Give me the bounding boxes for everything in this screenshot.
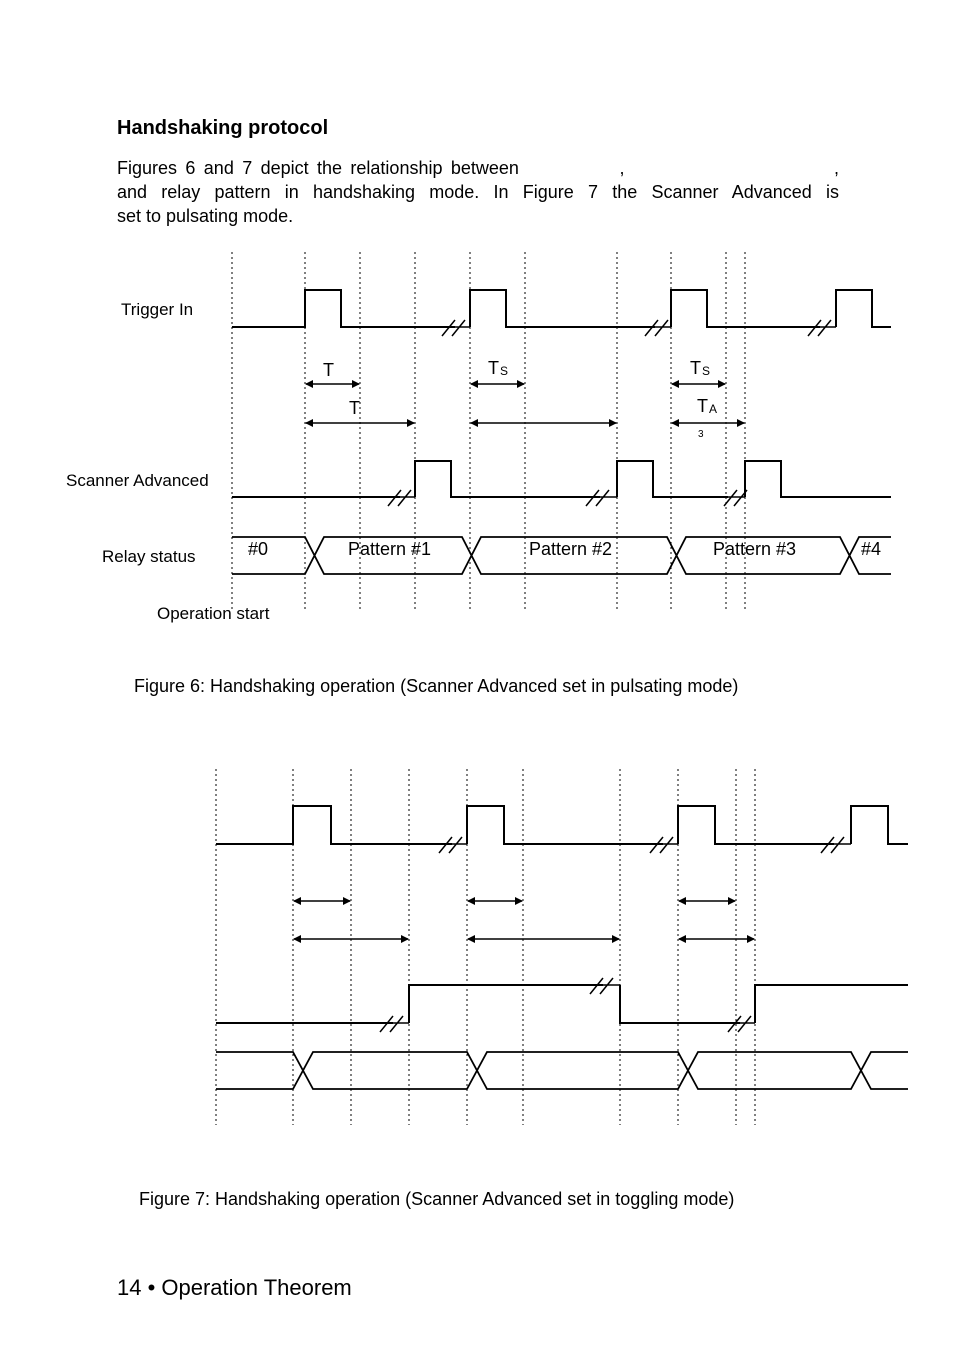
fig7-trigger-waveform: [216, 805, 908, 845]
label-relay-status: Relay status: [102, 547, 196, 566]
figure-7-dotted-guides: [215, 769, 756, 1125]
fig7-relay-bus: [216, 1051, 908, 1090]
relay-pattern-2: Pattern #2: [529, 539, 612, 559]
trigger-break-marks: [441, 319, 836, 337]
label-trigger-in: Trigger In: [121, 300, 193, 319]
timing-label-t2: T: [349, 398, 360, 418]
fig7-scanner-break-marks: [379, 977, 755, 1033]
scanner-advanced-waveform: [232, 460, 891, 498]
timing-label-ts1-sub: S: [500, 364, 508, 378]
relay-pattern-4: #4: [861, 539, 881, 559]
paragraph-line-3: set to pulsating mode.: [117, 206, 294, 226]
fig7-trigger-break-marks: [438, 836, 851, 854]
timing-label-ts1: T: [488, 358, 499, 378]
figure-7-diagram: [215, 769, 908, 1125]
timing-label-ts2-sub: S: [702, 364, 710, 378]
timing-label-ta-fragment: 3: [698, 429, 704, 440]
timing-label-ta-sub: A: [709, 402, 717, 416]
timing-label-ta: T: [697, 396, 708, 416]
figure-6-caption: Figure 6: Handshaking operation (Scanner…: [134, 676, 739, 696]
timing-label-t1: T: [323, 360, 334, 380]
figure-6-diagram: [231, 252, 891, 612]
page-footer: 14 • Operation Theorem: [117, 1275, 352, 1300]
fig7-scanner-waveform: [216, 984, 908, 1024]
paragraph-line-1: Figures 6 and 7 depict the relationship …: [117, 158, 839, 178]
paragraph-line-2: and relay pattern in handshaking mode. I…: [117, 182, 839, 202]
relay-pattern-0: #0: [248, 539, 268, 559]
scanner-break-marks: [387, 489, 748, 507]
trigger-in-waveform-path: [232, 289, 891, 328]
timing-label-ts2: T: [690, 358, 701, 378]
relay-pattern-3: Pattern #3: [713, 539, 796, 559]
section-heading: Handshaking protocol: [117, 117, 329, 139]
figure-7-caption: Figure 7: Handshaking operation (Scanner…: [139, 1189, 735, 1209]
relay-status-bus: [232, 536, 891, 575]
label-operation-start: Operation start: [157, 604, 270, 623]
figure-6-dotted-guides: [231, 252, 746, 612]
relay-pattern-1: Pattern #1: [348, 539, 431, 559]
intro-paragraph: Figures 6 and 7 depict the relationship …: [117, 156, 839, 228]
label-scanner-advanced: Scanner Advanced: [66, 471, 209, 490]
